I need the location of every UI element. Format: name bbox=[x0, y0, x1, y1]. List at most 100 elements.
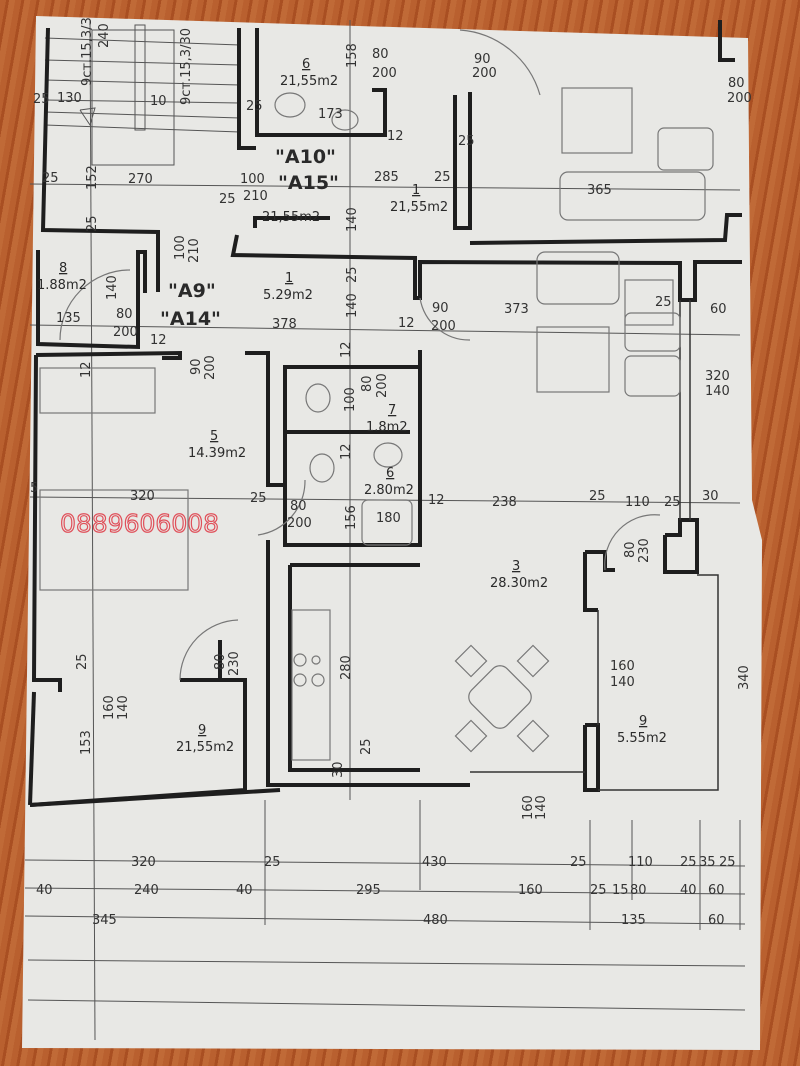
bottom-dimension-label: 240 bbox=[134, 883, 159, 898]
bottom-dimension-label: 25 bbox=[680, 855, 697, 870]
bottom-dimension-label: 25 bbox=[264, 855, 281, 870]
armchair bbox=[624, 355, 681, 397]
dimension-label: 340 bbox=[737, 665, 752, 690]
room-number: 1 bbox=[412, 183, 420, 198]
dimension-label: 90 bbox=[432, 301, 449, 316]
dimension-label: 153 bbox=[79, 730, 94, 755]
dimension-label: 25 bbox=[589, 489, 606, 504]
dimension-label: 25 bbox=[664, 495, 681, 510]
coffee-table bbox=[561, 87, 633, 154]
chair bbox=[454, 719, 488, 753]
door-swing bbox=[604, 514, 661, 571]
unit-label-a14: "A14" bbox=[160, 308, 221, 330]
dimension-label: 80 bbox=[372, 47, 389, 62]
dimension-label: 25 bbox=[434, 170, 451, 185]
dimension-label: 160 bbox=[102, 695, 117, 720]
room-area: 21,55m2 bbox=[390, 200, 448, 215]
staircase bbox=[44, 24, 241, 166]
dimension-label: 140 bbox=[345, 293, 360, 318]
door-swing bbox=[257, 479, 306, 536]
dimension-label: 25 bbox=[250, 491, 267, 506]
chair bbox=[516, 644, 550, 678]
dimension-label: 25 bbox=[359, 738, 374, 755]
dimension-label: 90 bbox=[474, 52, 491, 67]
dimension-label: 80 bbox=[623, 541, 638, 558]
dimension-label: 158 bbox=[345, 43, 360, 68]
dimension-label: 378 bbox=[272, 317, 297, 332]
room-area: 1.88m2 bbox=[37, 278, 87, 293]
dimension-label: 100 bbox=[343, 387, 358, 412]
coffee-table bbox=[536, 326, 610, 393]
room-area: 2.80m2 bbox=[364, 483, 414, 498]
dimension-label: 200 bbox=[431, 319, 456, 334]
unit-label-a9: "A9" bbox=[168, 280, 216, 302]
chair bbox=[516, 719, 550, 753]
door-swing bbox=[179, 619, 239, 681]
bottom-dimension-label: 135 bbox=[621, 913, 646, 928]
armchair bbox=[624, 279, 674, 326]
dimension-label: 12 bbox=[339, 341, 354, 358]
bottom-dimension-label: 430 bbox=[422, 855, 447, 870]
room-number: 9 bbox=[198, 723, 206, 738]
bottom-dimension-label: 60 bbox=[708, 913, 725, 928]
bottom-dimension-label: 110 bbox=[628, 855, 653, 870]
stair-label: 9ст.15,3/30 bbox=[179, 28, 194, 105]
dimension-label: 240 bbox=[97, 23, 112, 48]
dimension-label: 200 bbox=[203, 355, 218, 380]
dimension-label: 130 bbox=[57, 91, 82, 106]
dimension-label: 160 bbox=[610, 659, 635, 674]
room-number: 3 bbox=[512, 559, 520, 574]
toilet bbox=[309, 453, 335, 483]
dimension-label: 135 bbox=[56, 311, 81, 326]
chair bbox=[454, 644, 488, 678]
dimension-label: 12 bbox=[79, 361, 94, 378]
unit-label-a15: "A15" bbox=[278, 172, 339, 194]
walls bbox=[28, 20, 742, 807]
dimension-label: 80 bbox=[360, 375, 375, 392]
dimension-label: 270 bbox=[128, 172, 153, 187]
dimension-label: 200 bbox=[727, 91, 752, 106]
sink bbox=[373, 442, 403, 468]
dimension-label: 12 bbox=[150, 333, 167, 348]
bottom-dimension-label: 15 bbox=[612, 883, 629, 898]
dimension-label: 230 bbox=[637, 538, 652, 563]
room-area: 5.29m2 bbox=[263, 288, 313, 303]
dimension-label: 25 bbox=[458, 134, 475, 149]
dimension-label: 60 bbox=[710, 302, 727, 317]
stove-burner bbox=[311, 655, 321, 665]
dimension-label: 280 bbox=[339, 655, 354, 680]
bottom-dimension-label: 40 bbox=[36, 883, 53, 898]
toilet bbox=[305, 383, 331, 413]
dimension-label: 80 bbox=[213, 653, 228, 670]
dimension-label: 25 bbox=[219, 192, 236, 207]
dimension-label: 12 bbox=[387, 129, 404, 144]
door-swing bbox=[419, 297, 471, 341]
dimension-label: 30 bbox=[702, 489, 719, 504]
dimension-label: 200 bbox=[372, 66, 397, 81]
dimension-label: 140 bbox=[105, 275, 120, 300]
dimension-label: 285 bbox=[374, 170, 399, 185]
dimension-label: 100 bbox=[240, 172, 265, 187]
dimension-label: 180 bbox=[376, 511, 401, 526]
room-area: 1.8m2 bbox=[366, 420, 408, 435]
dimension-label: 373 bbox=[504, 302, 529, 317]
stove-burner bbox=[311, 673, 325, 687]
bottom-dimension-label: 320 bbox=[131, 855, 156, 870]
room-area: 28.30m2 bbox=[490, 576, 548, 591]
dimension-label: 12 bbox=[428, 493, 445, 508]
shower bbox=[361, 499, 413, 546]
bottom-dimension-label: 25 bbox=[719, 855, 736, 870]
dimension-label: 230 bbox=[227, 651, 242, 676]
dimension-label: 80 bbox=[290, 499, 307, 514]
dimension-label: 160 bbox=[521, 795, 536, 820]
dimension-label: 10 bbox=[150, 94, 167, 109]
dimension-label: 210 bbox=[243, 189, 268, 204]
dimension-label: 25 bbox=[246, 99, 263, 114]
dimension-label: 25 bbox=[33, 92, 50, 107]
dimension-label: 110 bbox=[625, 495, 650, 510]
dimension-label: 152 bbox=[85, 165, 100, 190]
wardrobe bbox=[39, 367, 156, 414]
phone-watermark: 0889606008 bbox=[60, 509, 219, 538]
